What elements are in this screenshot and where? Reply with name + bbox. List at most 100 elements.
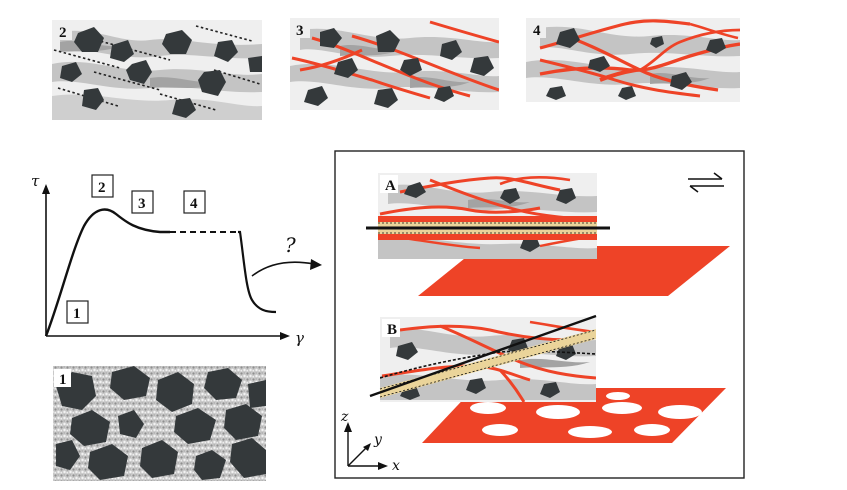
stage-4-label: 4 xyxy=(190,196,198,212)
clast xyxy=(588,56,610,72)
x-axis-label: γ xyxy=(295,329,304,347)
dashed-shear-line xyxy=(213,69,261,85)
shear-band xyxy=(689,22,739,40)
slip-zone-frame: A xyxy=(334,150,745,479)
riedel-shear-band xyxy=(299,48,363,72)
stage-3-label: 3 xyxy=(138,196,146,212)
shear-band xyxy=(539,58,701,98)
stage-2-label: 2 xyxy=(98,180,106,196)
stress-strain-graph: τ γ 1 2 3 4 ? xyxy=(31,172,322,347)
clast xyxy=(60,62,82,82)
panel-1-label: 1 xyxy=(59,372,67,388)
clast xyxy=(56,440,80,470)
panel-4-label-box xyxy=(528,20,546,38)
riedel-shear-band xyxy=(291,56,431,100)
branching-slip-trace xyxy=(380,350,596,379)
y-axis-3d xyxy=(347,445,369,467)
clast xyxy=(174,408,216,444)
clast xyxy=(162,30,192,54)
clast xyxy=(434,86,454,102)
riedel-shear-band xyxy=(429,20,499,44)
shear-band xyxy=(639,28,740,72)
clast xyxy=(156,372,194,412)
panel-3-label: 3 xyxy=(296,23,304,39)
transition-arrow xyxy=(251,261,315,277)
stage-2-box xyxy=(91,174,114,198)
clast xyxy=(320,28,342,48)
oblique-slip-surface xyxy=(369,314,597,398)
clast xyxy=(230,438,266,478)
panel-b: B xyxy=(369,314,726,443)
panel-1-label-box xyxy=(54,369,71,387)
clast xyxy=(400,58,422,76)
y-axis-3d-arrow xyxy=(363,443,371,451)
panel-a-label-box xyxy=(380,175,398,193)
clast xyxy=(204,368,242,400)
slip-core-edge xyxy=(379,337,597,398)
riedel-shear-band xyxy=(351,34,499,92)
gouge-shadow xyxy=(410,77,470,88)
clast xyxy=(374,88,398,108)
z-axis-label: z xyxy=(340,409,349,425)
clast xyxy=(140,440,178,478)
shear-sense-symbol xyxy=(688,172,724,193)
panel-2: 2 xyxy=(52,20,262,120)
y-axis-arrow xyxy=(42,184,50,194)
z-axis-arrow xyxy=(344,422,352,432)
stage-1-box xyxy=(66,300,89,324)
y-axis-3d-label: y xyxy=(373,432,383,448)
stage-1-label: 1 xyxy=(73,306,81,322)
clast xyxy=(198,70,226,96)
clast xyxy=(194,450,226,480)
stress-curve xyxy=(44,208,170,337)
clast xyxy=(88,444,128,480)
clast xyxy=(118,410,144,438)
clast xyxy=(706,38,726,54)
panel-1: 1 xyxy=(53,366,266,481)
clast xyxy=(440,40,462,60)
panel-2-label: 2 xyxy=(59,25,67,41)
question-mark: ? xyxy=(285,233,296,257)
clast xyxy=(126,60,152,84)
clast xyxy=(556,28,580,48)
shear-band xyxy=(599,68,637,82)
x-axis-3d-label: x xyxy=(392,458,400,474)
stage-3-box xyxy=(131,190,154,214)
clast xyxy=(82,88,104,110)
clast xyxy=(70,410,110,446)
surface-holes xyxy=(470,392,702,438)
clast xyxy=(650,36,664,48)
panel-4-label: 4 xyxy=(533,23,541,39)
panel-2-label-box xyxy=(54,22,72,40)
x-axis-arrow xyxy=(280,332,290,340)
clast xyxy=(304,86,328,106)
clast xyxy=(172,98,196,118)
panel-a: A xyxy=(366,173,730,296)
dashed-shear-line xyxy=(53,49,121,69)
clast xyxy=(670,72,692,90)
oblique-slip-core xyxy=(380,329,596,398)
clast xyxy=(618,86,636,100)
clast xyxy=(546,86,566,100)
clast xyxy=(110,366,150,400)
clast xyxy=(334,58,358,78)
axes-3d: z y x xyxy=(340,409,400,474)
dashed-shear-line xyxy=(93,71,161,91)
clast xyxy=(376,30,400,52)
x-axis-3d-arrow xyxy=(378,462,388,470)
stage-4-box xyxy=(183,190,206,214)
stress-drop-curve xyxy=(238,230,277,314)
clast xyxy=(248,380,266,408)
clast xyxy=(74,27,104,52)
panel-a-label: A xyxy=(385,178,396,194)
clast xyxy=(224,404,262,440)
clast xyxy=(248,56,262,72)
panel-4: 4 xyxy=(526,18,740,102)
transition-arrowhead xyxy=(310,259,322,270)
panel-b-label: B xyxy=(387,322,397,338)
gouge-band xyxy=(60,30,262,59)
clast xyxy=(110,40,134,62)
gouge-band xyxy=(52,94,262,120)
panel-3-label-box xyxy=(292,20,310,38)
